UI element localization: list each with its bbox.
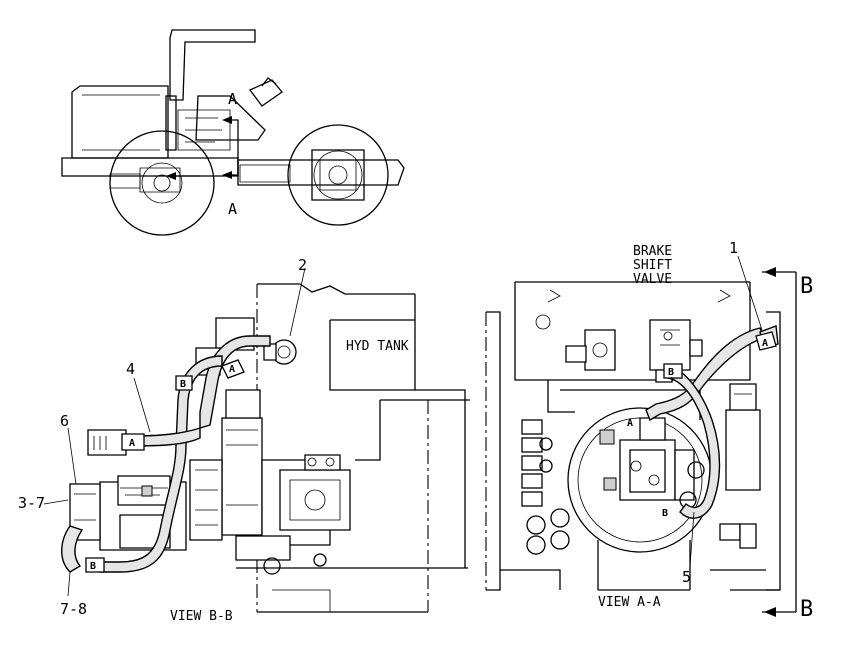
callout-1: 1 xyxy=(729,239,738,257)
hose-tag-b-motor: B xyxy=(662,508,668,519)
valve-label-line-2: SHIFT xyxy=(633,258,672,273)
hose-tag-a-lower: A xyxy=(121,433,145,451)
section-a-label-bottom: A xyxy=(228,200,237,218)
callout-4: 4 xyxy=(126,360,135,378)
view-aa: A B A B BRAKE SHIFT VALVE 1 5 B B VIEW A… xyxy=(485,239,813,622)
svg-text:A: A xyxy=(627,418,633,429)
hyd-tank-label: HYD TANK xyxy=(346,339,409,354)
svg-text:A: A xyxy=(129,438,135,449)
valve-label-line-1: BRAKE xyxy=(633,244,672,259)
svg-text:B: B xyxy=(90,561,96,572)
hose-tag-b-lower: B xyxy=(85,557,105,573)
section-b-label-bottom: B xyxy=(800,597,813,622)
hose-tag-a-motor: A xyxy=(627,418,633,429)
svg-text:B: B xyxy=(668,367,674,378)
view-bb-caption: VIEW B-B xyxy=(170,609,233,624)
view-bb: A B A B 2 4 6 3-7 7-8 HYD TANK VIEW B-B xyxy=(18,256,470,624)
callout-6: 6 xyxy=(60,412,69,430)
callout-2: 2 xyxy=(298,256,307,274)
svg-text:A: A xyxy=(229,364,235,375)
hose-tag-a-right: A xyxy=(755,331,777,351)
svg-text:B: B xyxy=(662,508,668,519)
svg-text:A: A xyxy=(762,338,768,349)
hose-tag-b-upper: B xyxy=(175,375,193,391)
callout-3-7: 3-7 xyxy=(18,494,45,512)
section-b-label-top: B xyxy=(800,274,813,299)
hose-tag-a-upper: A xyxy=(221,359,245,379)
machine-side-view: A A xyxy=(61,29,405,236)
hose-tag-b-right: B xyxy=(663,363,683,379)
section-a-label-top: A xyxy=(228,90,237,108)
view-aa-caption: VIEW A-A xyxy=(598,595,661,610)
svg-text:B: B xyxy=(180,379,186,390)
fitting-stack xyxy=(521,419,570,555)
callout-5: 5 xyxy=(682,568,691,586)
callout-7-8: 7-8 xyxy=(60,600,87,618)
valve-label-line-3: VALVE xyxy=(633,272,672,287)
